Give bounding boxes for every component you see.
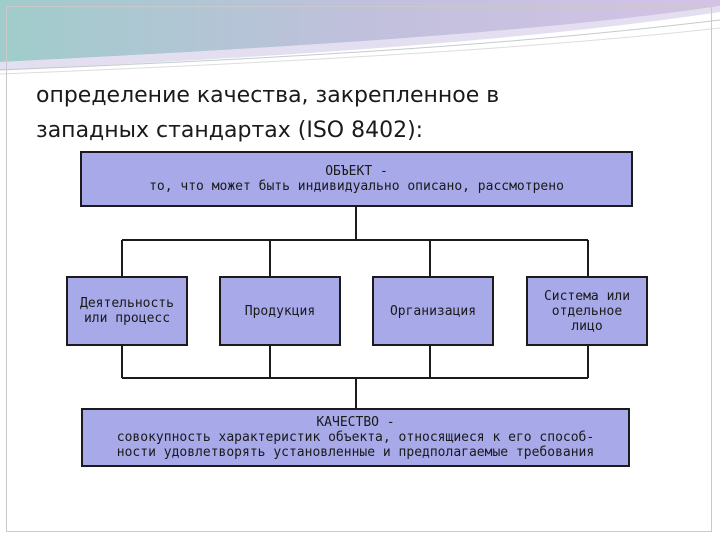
heading-line-1: определение качества, закрепленное в [36, 83, 500, 108]
object-box: ОБЪЕКТ - то, что может быть индивидуальн… [80, 151, 633, 207]
category-box-organization: Организация [372, 276, 494, 346]
quality-box: КАЧЕСТВО - совокупность характеристик об… [81, 408, 630, 467]
category-box-products: Продукция [219, 276, 341, 346]
category-label-line: Система или [543, 288, 631, 304]
category-box-system-or-person: Система или отдельное лицо [526, 276, 648, 346]
heading-line-2: западных стандартах (ISO 8402): [36, 118, 424, 143]
quality-title: КАЧЕСТВО - [316, 415, 395, 430]
quality-definition-line-1: совокупность характеристик объекта, отно… [116, 430, 595, 445]
object-title: ОБЪЕКТ - [325, 164, 388, 179]
object-definition: то, что может быть индивидуально описано… [149, 179, 564, 194]
category-label-line: Деятельность [80, 296, 174, 311]
category-label-line: отдельное [551, 303, 623, 319]
slide-heading: определение качества, закрепленное в зап… [36, 78, 676, 148]
decorative-header-band [0, 0, 720, 75]
quality-definition-line-2: ности удовлетворять установленные и пред… [116, 445, 595, 460]
slide-frame [6, 6, 712, 532]
category-label-line: Продукция [244, 303, 316, 319]
category-label-line: лицо [571, 318, 603, 334]
category-label-line: Организация [389, 303, 477, 319]
category-box-activity: Деятельность или процесс [66, 276, 188, 346]
category-label-line: или процесс [83, 311, 171, 326]
